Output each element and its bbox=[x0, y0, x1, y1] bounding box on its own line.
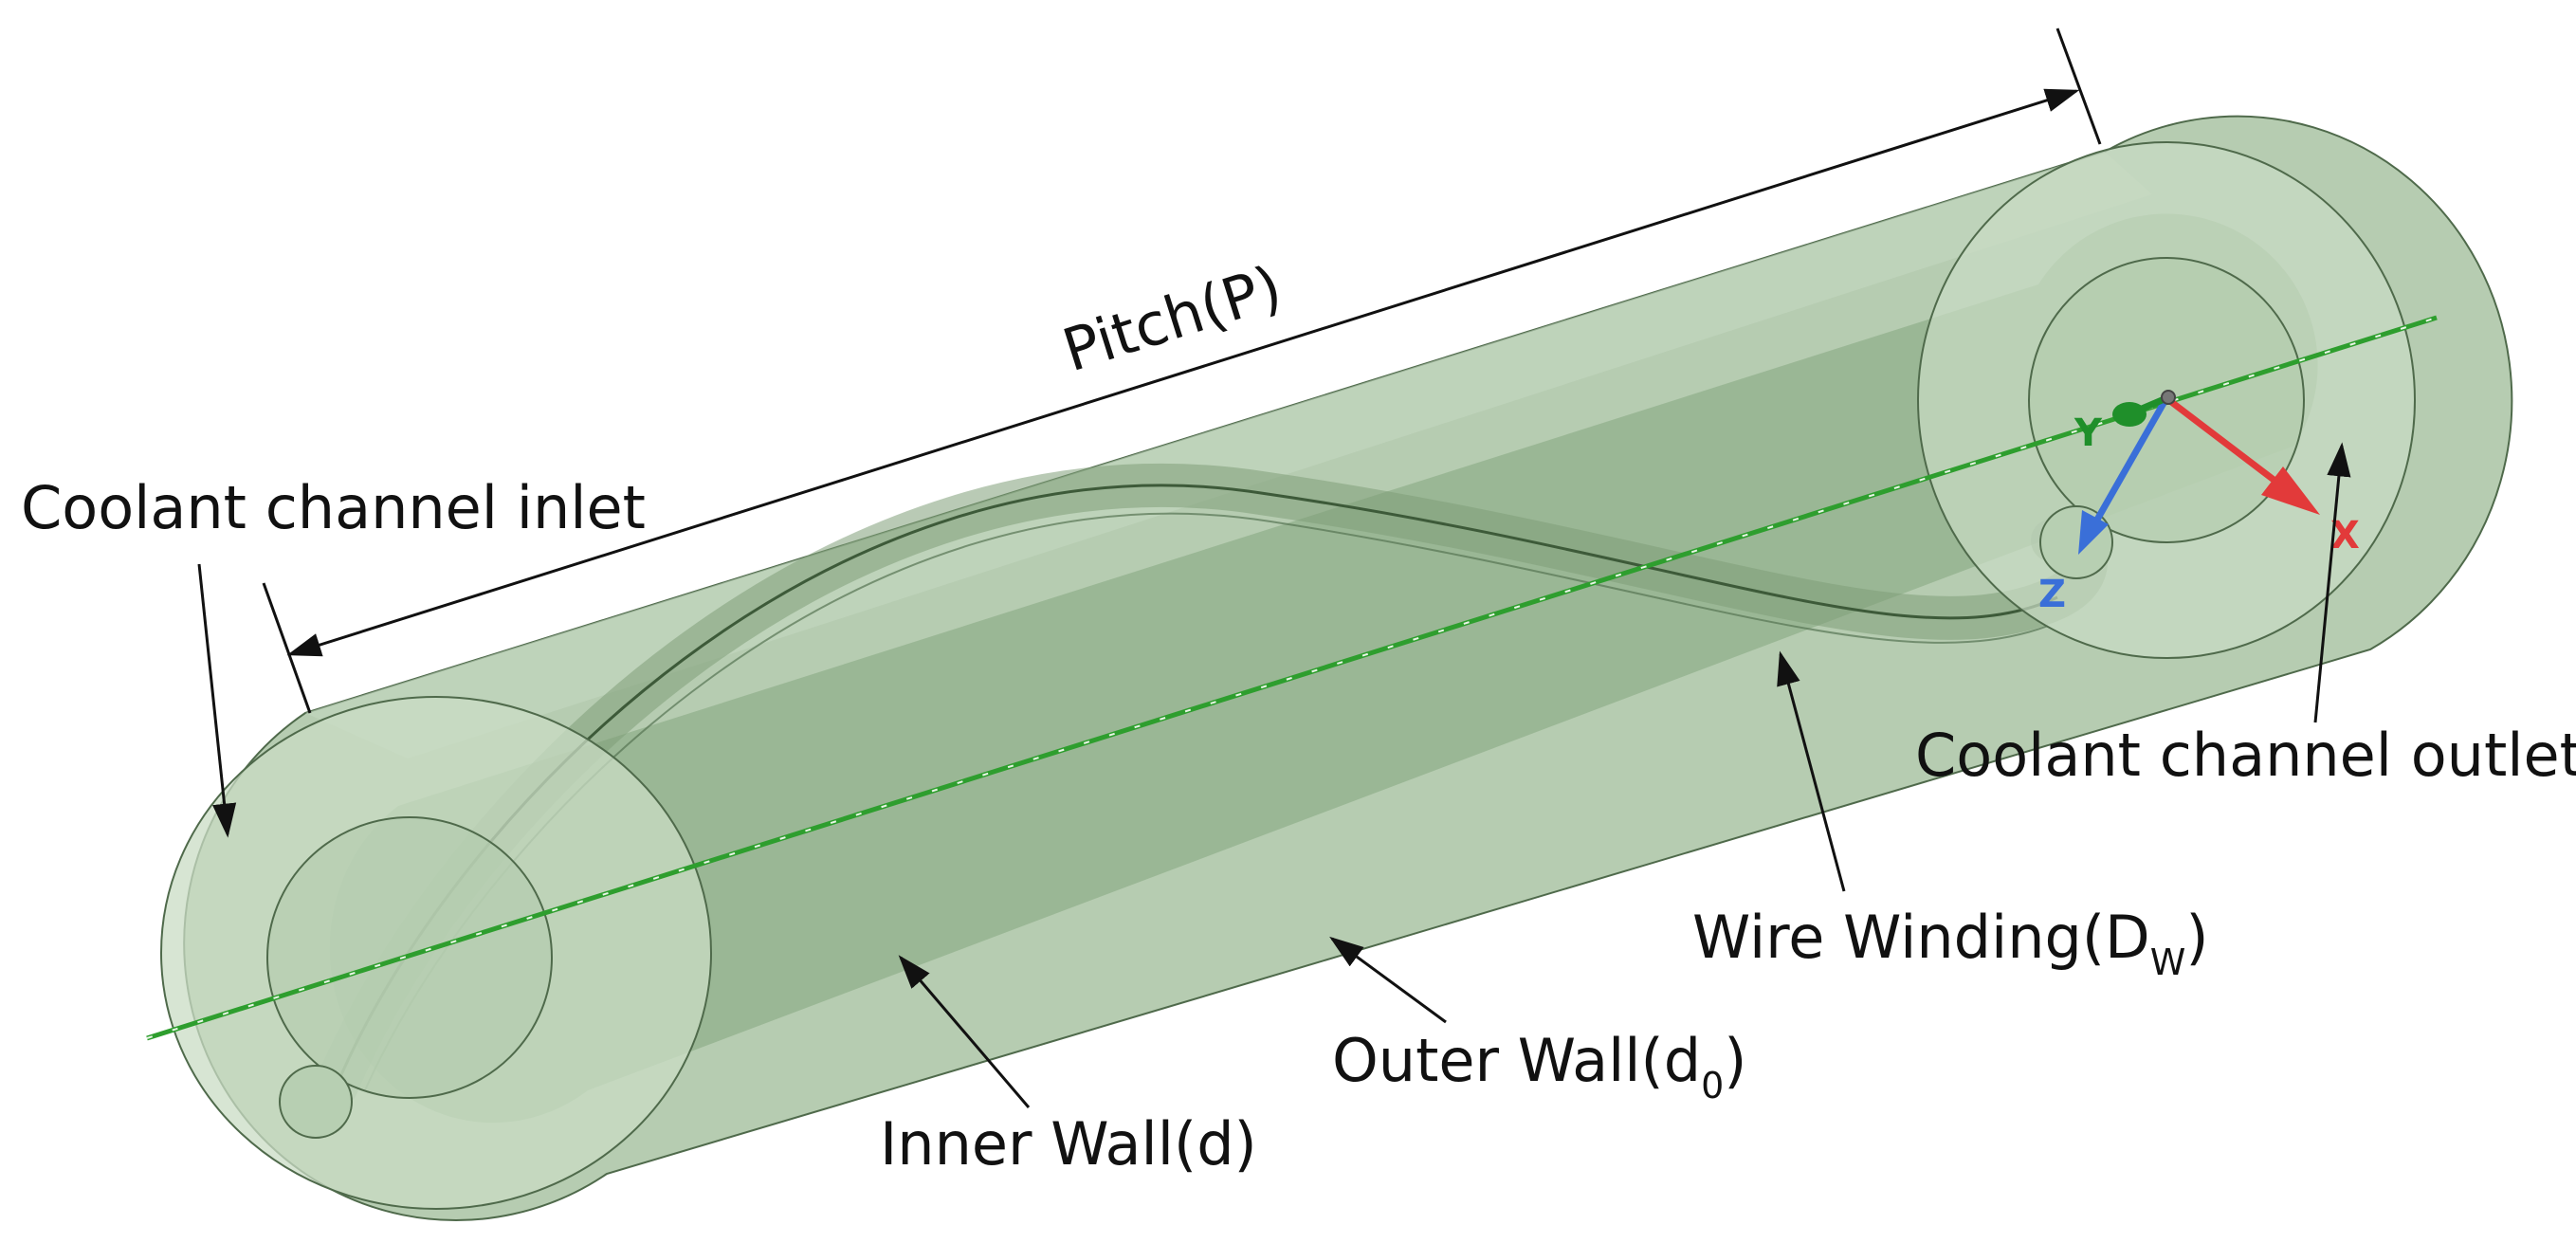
x-axis-arrowhead bbox=[2261, 466, 2320, 515]
inner-wall-label: Inner Wall(d) bbox=[880, 1109, 1257, 1179]
pitch-extension-right bbox=[2055, 27, 2102, 145]
wire-winding-callout: Wire Winding(DW) bbox=[1692, 650, 2209, 983]
outer-wall-label: Outer Wall(d0) bbox=[1332, 1026, 1746, 1106]
pitch-extension-left bbox=[262, 582, 312, 714]
x-axis-arrow bbox=[2164, 395, 2288, 491]
outlet-label: Coolant channel outlet bbox=[1915, 721, 2576, 790]
inner-wall-callout: Inner Wall(d) bbox=[880, 955, 1257, 1179]
wire-winding-label: Wire Winding(DW) bbox=[1692, 903, 2209, 983]
inlet-callout: Coolant channel inlet bbox=[21, 473, 646, 838]
inlet-label: Coolant channel inlet bbox=[21, 473, 646, 542]
y-axis-arrowhead bbox=[2112, 402, 2147, 427]
outlet-callout: Coolant channel outlet bbox=[1915, 442, 2576, 790]
outer-wall-leader bbox=[1329, 936, 1447, 1024]
z-axis-arrow bbox=[2090, 396, 2170, 528]
wire-winding-leader bbox=[1777, 650, 1846, 892]
pitch-dimension-line bbox=[286, 88, 2080, 657]
z-axis-arrowhead bbox=[2078, 510, 2109, 555]
inlet-end-face bbox=[160, 696, 712, 1210]
z-axis-label: Z bbox=[2038, 573, 2066, 616]
inlet-leader bbox=[197, 563, 237, 838]
outlet-leader bbox=[2313, 442, 2351, 723]
y-axis-label: Y bbox=[2074, 411, 2103, 455]
pitch-label: Pitch(P) bbox=[1055, 252, 1290, 386]
inner-wall-leader bbox=[898, 955, 1031, 1108]
outer-wall-callout: Outer Wall(d0) bbox=[1329, 936, 1746, 1106]
